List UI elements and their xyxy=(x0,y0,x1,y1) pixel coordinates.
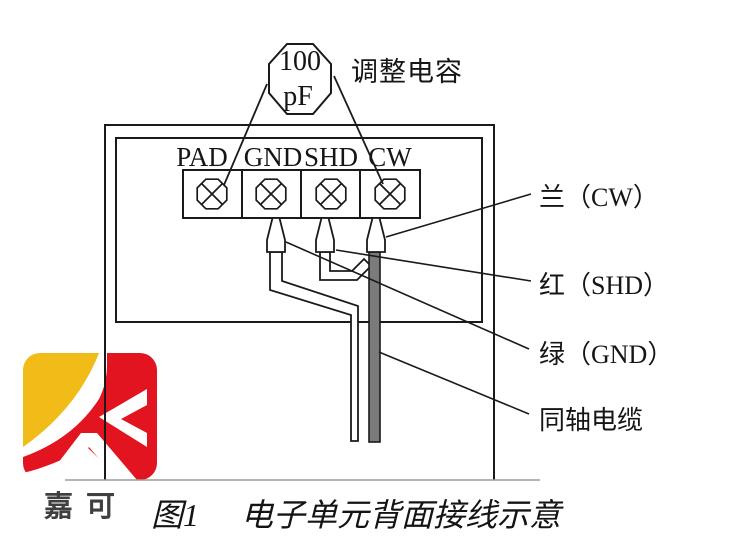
logo-k-legs xyxy=(45,433,137,480)
terminal-label-shd: SHD xyxy=(303,142,359,172)
capacitor-value-top: 100 xyxy=(279,46,321,77)
jiake-logo-text: 嘉可 xyxy=(44,491,129,523)
capacitor-label: 调整电容 xyxy=(351,57,463,87)
terminal-label-cw: CW xyxy=(368,142,412,172)
inner-panel xyxy=(115,137,483,323)
terminal-label-gnd: GND xyxy=(243,142,303,172)
leader-line-shd xyxy=(335,249,532,282)
leader-line-gnd xyxy=(285,241,530,350)
figure-caption-number: 图1 xyxy=(151,497,200,533)
figure-caption-title: 电子单元背面接线示意 xyxy=(241,497,562,533)
wire-label-shd: 红（SHD） xyxy=(539,271,670,300)
jiake-logo xyxy=(23,353,157,480)
outer-box xyxy=(104,124,495,480)
terminal-strip xyxy=(182,169,421,219)
terminal-label-pad: PAD xyxy=(176,142,228,172)
wire-lug-shd xyxy=(315,217,335,253)
capacitor-lead-left xyxy=(223,83,268,186)
screw-terminal-gnd xyxy=(255,178,287,210)
logo-yellow-shape xyxy=(23,353,99,447)
screw-terminal-cw xyxy=(374,178,406,210)
capacitor-lead-right xyxy=(333,75,384,185)
capacitor-value-bottom: pF xyxy=(283,81,313,112)
logo-k-arms xyxy=(99,389,147,447)
logo-red-shape xyxy=(23,353,157,480)
wire-label-coax: 同轴电缆 xyxy=(539,406,644,435)
wire-lug-gnd xyxy=(266,217,286,253)
wire-label-gnd: 绿（GND） xyxy=(539,340,674,369)
wire-label-cw: 兰（CW） xyxy=(539,183,659,212)
screw-terminal-shd xyxy=(315,178,347,210)
wire-lug-cw xyxy=(366,217,386,253)
screw-terminal-pad xyxy=(196,178,228,210)
gnd-wire xyxy=(269,251,359,442)
leader-line-cw xyxy=(385,193,532,238)
leader-line-coax xyxy=(378,351,530,415)
capacitor-octagon xyxy=(268,43,332,115)
